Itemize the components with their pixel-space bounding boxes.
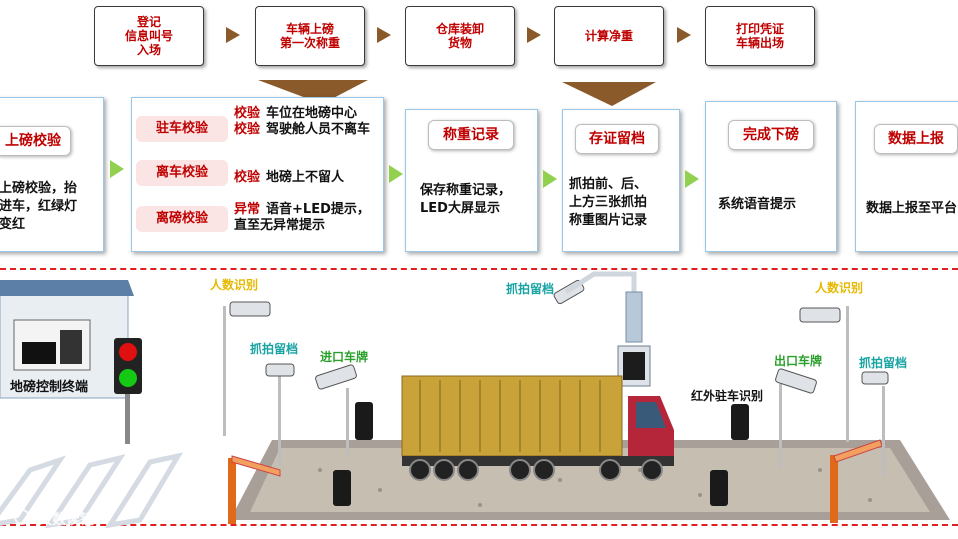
camera-snap-right-icon	[861, 371, 889, 385]
red-light-icon	[119, 343, 137, 361]
green-arrow-2	[389, 165, 403, 183]
panel-upweigh-title: 上磅校验	[0, 126, 71, 156]
divider-bottom	[0, 524, 958, 526]
label-people-right: 人数识别	[815, 281, 864, 295]
panel-upweigh-text: 上磅校验，抬 进车，红绿灯 变红	[0, 181, 78, 232]
gravel	[318, 468, 872, 507]
panel-report-text: 数据上报至平台	[866, 201, 958, 216]
guard-house-roof	[0, 280, 134, 296]
entry-barrier-arm	[231, 455, 281, 477]
panel-checks: 驻车校验 校验车位在地磅中心 校验驾驶舱人员不离车 离车校验 校验地磅上不留人 …	[131, 97, 384, 252]
leave-scale-check-val: 语音+LED提示， 直至无异常提示	[234, 202, 370, 233]
panel-report-title: 数据上报	[874, 124, 958, 154]
parking-check-val-2: 驾驶舱人员不离车	[266, 122, 371, 137]
monitor-icon	[22, 342, 56, 364]
pole-snap-right	[882, 386, 885, 476]
camera-plate-in-icon	[315, 364, 357, 390]
terminal-label: 地磅控制终端	[10, 380, 89, 395]
entry-barrier-post	[228, 458, 236, 524]
step-print-exit: 打印凭证 车辆出场	[705, 6, 815, 66]
leave-car-check-val: 地磅上不留人	[266, 170, 345, 185]
label-snap-top: 抓拍留档	[506, 282, 555, 296]
step-first-weigh: 车辆上磅 第一次称重	[255, 6, 365, 66]
panel-evidence-text: 抓拍前、后、 上方三张抓拍 称重图片记录	[569, 177, 648, 228]
exit-barrier-post	[830, 455, 838, 523]
green-arrow-4	[685, 170, 699, 188]
led-screen-pole	[625, 291, 643, 343]
step-arrow-4	[677, 27, 691, 43]
led-display	[623, 352, 645, 380]
check-row-leave-car: 离车校验 校验地磅上不留人	[136, 160, 376, 192]
panel-weigh-record-text: 保存称重记录， LED大屏显示	[420, 183, 512, 216]
tag-parking-check: 驻车校验	[136, 116, 228, 142]
panel-weigh-record-title: 称重记录	[428, 120, 514, 150]
truck-icon	[401, 375, 674, 481]
green-arrow-1	[110, 160, 124, 178]
panel-report: 数据上报 数据上报至平台	[855, 101, 958, 252]
pc-tower-icon	[60, 330, 82, 364]
leave-scale-check-key: 异常	[234, 202, 261, 217]
infrared-sensor-3	[731, 404, 749, 440]
infrared-sensor-2	[333, 470, 351, 506]
overhead-arm	[564, 271, 637, 300]
green-light-icon	[119, 369, 137, 387]
label-snap-right: 抓拍留档	[859, 356, 908, 370]
parking-check-key-1: 校验	[234, 106, 261, 121]
truck-window	[636, 402, 666, 428]
parking-check-key-2: 校验	[234, 122, 261, 137]
pole-people-right	[846, 306, 849, 442]
pole-plate-out	[779, 384, 782, 468]
label-infrared: 红外驻车识别	[691, 389, 764, 403]
parking-check-val-1: 车位在地磅中心	[266, 106, 358, 121]
label-plate-out: 出口车牌	[774, 354, 823, 368]
panel-evidence: 存证留档 抓拍前、后、 上方三张抓拍 称重图片记录	[562, 109, 680, 252]
parking-check-lines: 校验车位在地磅中心 校验驾驶舱人员不离车	[234, 106, 370, 138]
panel-weigh-record: 称重记录 保存称重记录， LED大屏显示	[405, 109, 538, 252]
step-registration: 登记 信息叫号 入场	[94, 6, 204, 66]
check-row-leave-scale: 离磅校验 异常语音+LED提示， 直至无异常提示	[136, 202, 376, 242]
camera-plate-out-icon	[775, 368, 817, 394]
truck-container	[401, 375, 623, 457]
infrared-sensor-1	[355, 402, 373, 440]
label-people-left: 人数识别	[210, 278, 259, 292]
camera-snap-left-icon	[265, 363, 295, 377]
panel-finish-text: 系统语音提示	[718, 197, 797, 212]
pole-people-left	[223, 306, 226, 436]
leave-scale-check-lines: 异常语音+LED提示， 直至无异常提示	[234, 202, 370, 234]
step-net-weight: 计算净重	[554, 6, 664, 66]
step-arrow-1	[226, 27, 240, 43]
infrared-sensor-4	[710, 470, 728, 506]
step-arrow-2	[377, 27, 391, 43]
panel-finish: 完成下磅 系统语音提示	[705, 101, 837, 252]
tag-leave-car-check: 离车校验	[136, 160, 228, 186]
watermark-text: 大数读镜	[38, 512, 94, 528]
tag-leave-scale-check: 离磅校验	[136, 206, 228, 232]
pole-plate-in	[346, 388, 349, 458]
zebra-crossing	[0, 452, 184, 529]
label-plate-in: 进口车牌	[320, 350, 369, 364]
step-arrow-3	[527, 27, 541, 43]
pole-snap-left	[278, 376, 281, 466]
green-arrow-3	[543, 170, 557, 188]
panel-finish-title: 完成下磅	[728, 120, 814, 150]
leave-car-check-key: 校验	[234, 170, 261, 185]
camera-people-left-icon	[229, 301, 271, 317]
leave-car-check-lines: 校验地磅上不留人	[234, 170, 344, 186]
check-row-parking: 驻车校验 校验车位在地磅中心 校验驾驶舱人员不离车	[136, 106, 376, 142]
panel-upweigh-check: 上磅校验 上磅校验，抬 进车，红绿灯 变红	[0, 97, 104, 252]
panel-evidence-title: 存证留档	[575, 124, 659, 154]
camera-people-right-icon	[799, 307, 841, 323]
label-snap-left: 抓拍留档	[250, 342, 299, 356]
divider-top	[0, 268, 958, 270]
traffic-light-pole	[125, 394, 130, 444]
step-loading: 仓库装卸 货物	[405, 6, 515, 66]
